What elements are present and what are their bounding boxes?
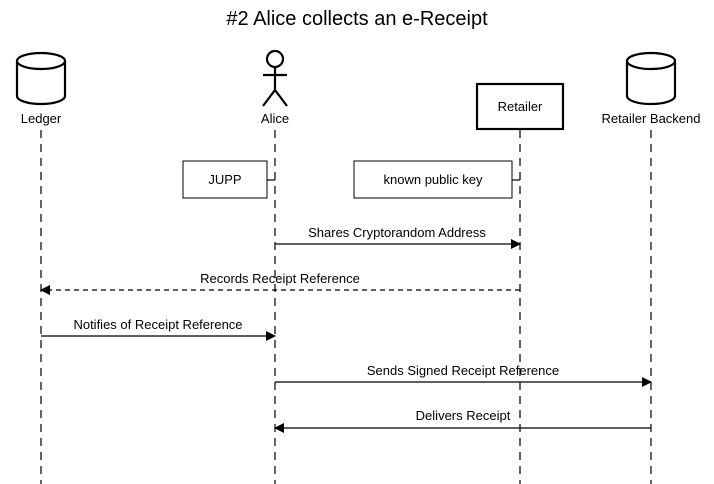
participant-label-ledger: Ledger [21,111,62,126]
message-label-sends-signed-reference: Sends Signed Receipt Reference [367,363,559,378]
diagram-title: #2 Alice collects an e-Receipt [226,8,488,30]
note-known-public-key-text: known public key [384,172,483,187]
message-label-delivers-receipt: Delivers Receipt [416,408,511,423]
participant-label-retailer: Retailer [498,99,543,114]
alice-actor-icon [262,49,288,107]
message-label-shares-address: Shares Cryptorandom Address [308,225,486,240]
participant-label-alice: Alice [261,111,289,126]
message-label-notifies-reference: Notifies of Receipt Reference [73,317,242,332]
note-jupp-text: JUPP [208,172,241,187]
retailer-box [475,82,565,131]
participant-label-retailer-backend: Retailer Backend [602,111,701,126]
message-label-records-reference: Records Receipt Reference [200,271,360,286]
note-known-public-key [353,160,513,199]
ledger-database-icon [15,51,67,106]
retailer-backend-database-icon [625,51,677,106]
